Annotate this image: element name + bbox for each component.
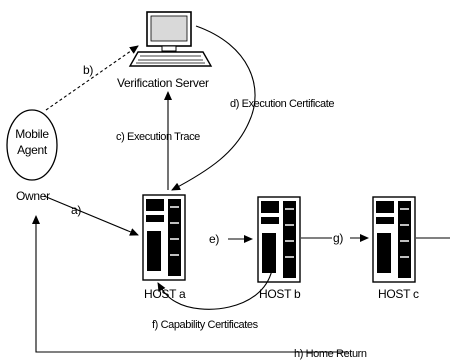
mobile-agent-node — [6, 109, 58, 181]
edge-d-arrow — [171, 25, 256, 191]
edge-e-label: e) — [209, 232, 219, 246]
host-b-icon — [257, 196, 301, 283]
mobile-agent-label-line2: Agent — [17, 143, 48, 157]
edge-h-label: h) Home Return — [294, 348, 367, 360]
edge-c-label: c) Execution Trace — [116, 131, 200, 143]
host-c-label: HOST c — [378, 287, 419, 301]
host-c-icon — [372, 196, 416, 283]
edge-a-label: a) — [71, 203, 81, 217]
edge-d-label: d) Execution Certificate — [230, 98, 334, 110]
host-a-label: HOST a — [144, 287, 186, 301]
edge-f-arrow — [157, 269, 273, 310]
edge-g-label: g) — [333, 231, 343, 245]
edge-f-label: f) Capability Certificates — [152, 319, 259, 331]
owner-label: Owner — [16, 189, 50, 203]
mobile-agent-label-line1: Mobile — [15, 127, 49, 141]
host-a-icon — [142, 194, 186, 281]
edge-a-arrow — [43, 195, 139, 236]
edge-b-label: b) — [83, 63, 93, 77]
edge-b-arrow — [45, 45, 139, 111]
host-b-label: HOST b — [259, 287, 301, 301]
edge-h-arrow — [32, 215, 348, 353]
verification-server-label: Verification Server — [117, 76, 209, 90]
verification-server-icon — [128, 11, 213, 67]
